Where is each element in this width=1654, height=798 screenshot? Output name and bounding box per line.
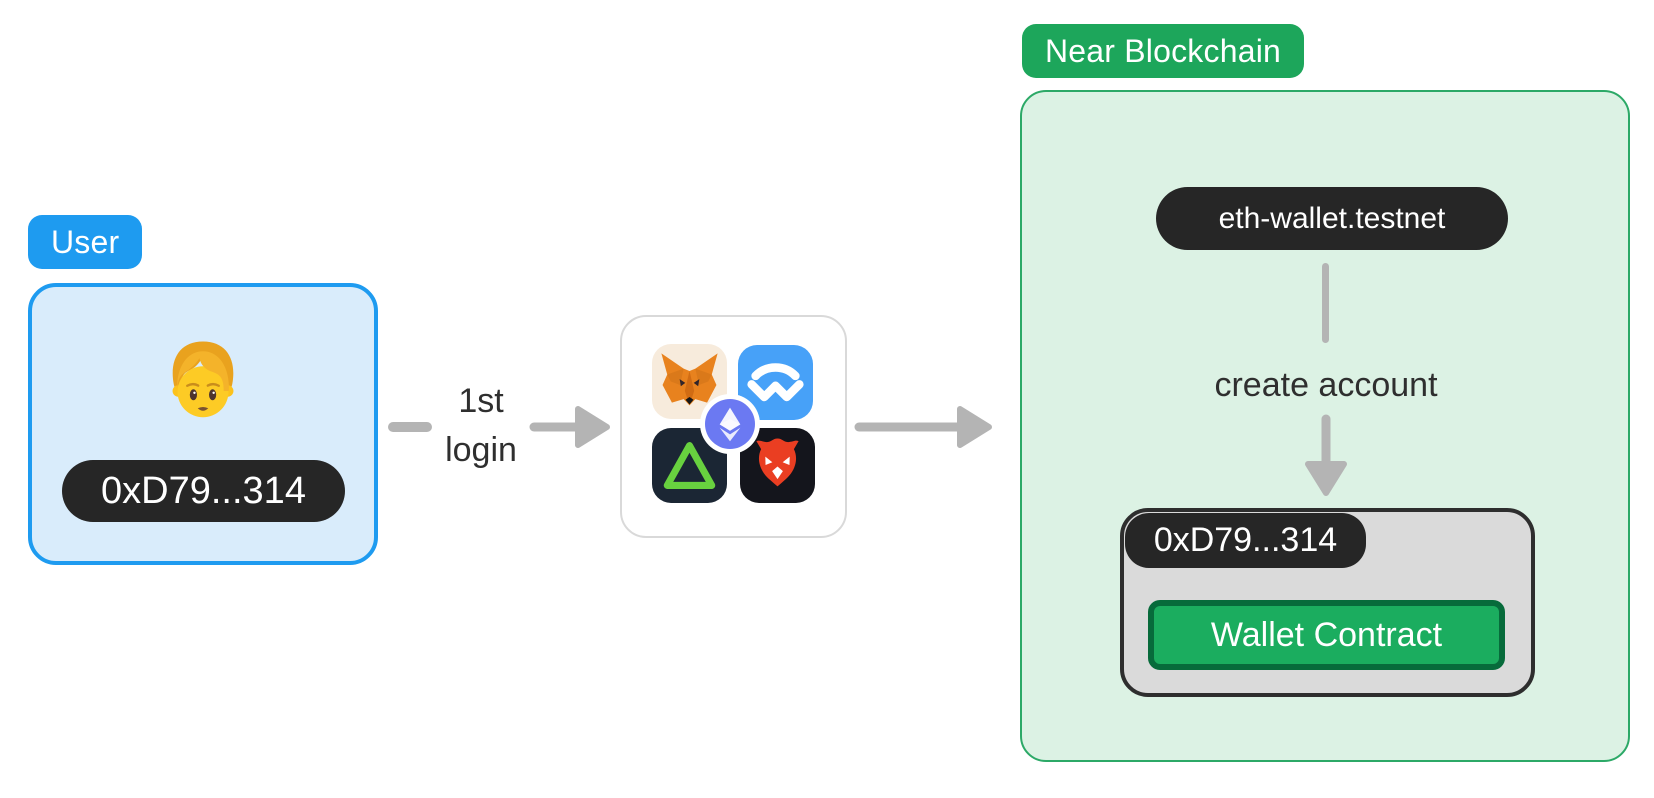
metamask-icon	[652, 344, 727, 419]
person-emoji	[172, 341, 234, 418]
connector-line	[1322, 263, 1329, 343]
contract-account-pill: eth-wallet.testnet	[1156, 187, 1508, 250]
user-box: 0xD79...314	[28, 283, 378, 565]
wallets-box	[620, 315, 847, 538]
ethereum-icon	[700, 394, 760, 454]
login-label: 1st login	[411, 377, 551, 475]
account-address-pill: 0xD79...314	[1125, 513, 1366, 568]
account-address-text: 0xD79...314	[1153, 521, 1338, 559]
wallet-contract-label: Wallet Contract	[1210, 615, 1443, 654]
connector-dash	[388, 422, 432, 432]
create-account-label: create account	[1214, 366, 1438, 404]
wallet-contract-button: Wallet Contract	[1148, 600, 1505, 670]
user-badge-label: User	[51, 223, 120, 260]
login-label-line1: 1st	[458, 382, 504, 420]
contract-account-text: eth-wallet.testnet	[1218, 201, 1446, 235]
arrow-right-icon	[529, 406, 610, 448]
user-badge: User	[28, 215, 143, 269]
arrow-right-icon	[854, 406, 992, 448]
near-blockchain-badge: Near Blockchain	[1022, 24, 1304, 78]
near-account-box: 0xD79...314 Wallet Contract	[1120, 508, 1535, 697]
user-address-pill: 0xD79...314	[62, 460, 345, 522]
arrow-down-icon	[1305, 414, 1347, 496]
near-badge-label: Near Blockchain	[1045, 32, 1281, 69]
user-address-text: 0xD79...314	[101, 469, 306, 512]
login-label-line2: login	[445, 431, 517, 469]
near-blockchain-box: eth-wallet.testnet create account 0xD79.…	[1020, 90, 1630, 762]
